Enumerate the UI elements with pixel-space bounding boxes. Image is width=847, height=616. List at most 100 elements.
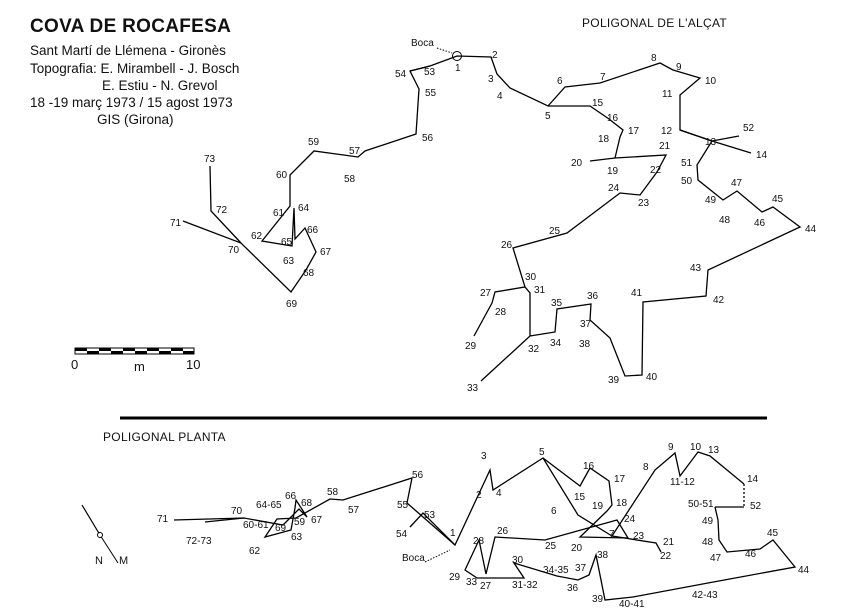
scale-unit-label: m (134, 359, 145, 374)
plan-station-label: 30 (512, 555, 524, 566)
plan-station-label: 47 (710, 553, 722, 564)
elevation-station-label: 6 (557, 76, 563, 87)
elevation-station-label: 34 (550, 338, 562, 349)
elevation-polygonal (182, 55, 802, 382)
elevation-station-label: 56 (422, 133, 434, 144)
elevation-station-label: 39 (608, 375, 620, 386)
elevation-station-label: 41 (631, 288, 643, 299)
elevation-station-label: 59 (308, 137, 320, 148)
elevation-station-label: 15 (592, 98, 604, 109)
elevation-station-label: 66 (307, 225, 319, 236)
elev-lines-segment-1 (480, 129, 802, 382)
elevation-station-label: 47 (731, 178, 743, 189)
plan-lines-segment-2 (611, 535, 662, 553)
plan-station-label: 39 (592, 594, 604, 605)
plan-station-label: 33 (466, 577, 478, 588)
elevation-station-label: 48 (719, 215, 731, 226)
plan-lines-segment-3 (173, 477, 456, 546)
plan-station-label: 6 (551, 506, 557, 517)
plan-station-label: 45 (767, 528, 779, 539)
plan-station-label: 66 (285, 491, 297, 502)
elevation-station-label: 23 (638, 198, 650, 209)
plan-station-label: 50-51 (688, 499, 714, 510)
elevation-entrance-label: Boca (411, 38, 434, 49)
elevation-station-label: 33 (467, 383, 479, 394)
elevation-station-label: 13 (705, 137, 717, 148)
plan-station-label: 20 (571, 543, 583, 554)
plan-station-label: 52 (750, 501, 762, 512)
elevation-station-label: 73 (204, 154, 216, 165)
elev-lines-segment-3 (512, 154, 668, 288)
plan-station-label: 53 (424, 510, 436, 521)
elevation-station-label: 50 (681, 176, 693, 187)
plan-station-label: 1 (450, 528, 456, 539)
plan-polygonal (173, 451, 797, 601)
elevation-station-label: 57 (349, 146, 361, 157)
plan-station-label: 57 (348, 505, 360, 516)
elevation-station-label: 46 (754, 218, 766, 229)
elevation-station-label: 17 (628, 126, 640, 137)
elevation-station-label: 70 (228, 245, 240, 256)
scale-max-label: 10 (186, 357, 200, 372)
plan-station-label: 29 (449, 572, 461, 583)
elevation-station-label: 38 (579, 339, 591, 350)
plan-entrance-label: Boca (402, 553, 425, 564)
plan-station-label: 54 (396, 529, 408, 540)
plan-station-label: 5 (539, 447, 545, 458)
elevation-station-label: 32 (528, 344, 540, 355)
survey-dates: 18 -19 març 1973 / 15 agost 1973 (30, 95, 233, 110)
plan-station-label: 18 (616, 498, 628, 509)
plan-station-label: 2 (476, 490, 482, 501)
plan-station-label: 22 (660, 551, 672, 562)
plan-station-label: 44 (798, 565, 810, 576)
elevation-station-label: 45 (772, 194, 784, 205)
elevation-station-label: 4 (497, 91, 503, 102)
plan-station-label: 46 (745, 549, 757, 560)
elev-lines-segment-5 (711, 135, 740, 142)
elev-lines-segment-6 (182, 65, 431, 294)
elevation-station-label: 5 (545, 111, 551, 122)
scale-zero-label: 0 (71, 357, 78, 372)
plan-station-label: 17 (614, 474, 626, 485)
plan-station-label: 15 (574, 492, 586, 503)
elevation-station-label: 31 (534, 285, 546, 296)
plan-station-label: 40-41 (619, 599, 645, 610)
elevation-station-label: 72 (216, 205, 228, 216)
plan-station-label: 23 (633, 531, 645, 542)
elevation-station-label: 36 (587, 291, 599, 302)
elevation-station-label: 58 (344, 174, 356, 185)
elevation-station-label: 37 (580, 319, 592, 330)
elevation-station-label: 2 (492, 50, 498, 61)
plan-station-label: 3 (481, 451, 487, 462)
survey-group: GIS (Girona) (97, 112, 174, 127)
elevation-station-label: 71 (170, 218, 182, 229)
plan-station-label: 19 (592, 501, 604, 512)
plan-station-label: 26 (497, 526, 509, 537)
elevation-station-label: 40 (646, 372, 658, 383)
plan-station-label: 24 (624, 514, 636, 525)
elevation-station-label: 21 (659, 141, 671, 152)
plan-station-label: 27 (480, 581, 492, 592)
plan-entrance: Boca (402, 549, 451, 564)
elevation-station-label: 42 (713, 295, 725, 306)
elevation-station-label: 27 (480, 288, 492, 299)
elevation-station-label: 20 (571, 158, 583, 169)
plan-station-label: 31-32 (512, 580, 538, 591)
elevation-station-label: 7 (600, 72, 606, 83)
plan-station-label: 60-61 (243, 520, 269, 531)
location-text: Sant Martí de Llémena - Gironès (30, 43, 226, 58)
elevation-station-label: 11 (662, 89, 673, 100)
north-arrow: N M (81, 504, 128, 567)
elevation-station-label: 64 (298, 203, 310, 214)
elevation-station-label: 25 (549, 226, 561, 237)
plan-station-label: 58 (327, 487, 339, 498)
elevation-station-label: 62 (251, 231, 263, 242)
elevation-station-label: 52 (743, 123, 755, 134)
elev-lines-segment-7 (209, 165, 242, 244)
magnetic-label: M (119, 555, 128, 567)
plan-station-label: 56 (412, 470, 424, 481)
plan-station-label: 7 (609, 529, 615, 540)
